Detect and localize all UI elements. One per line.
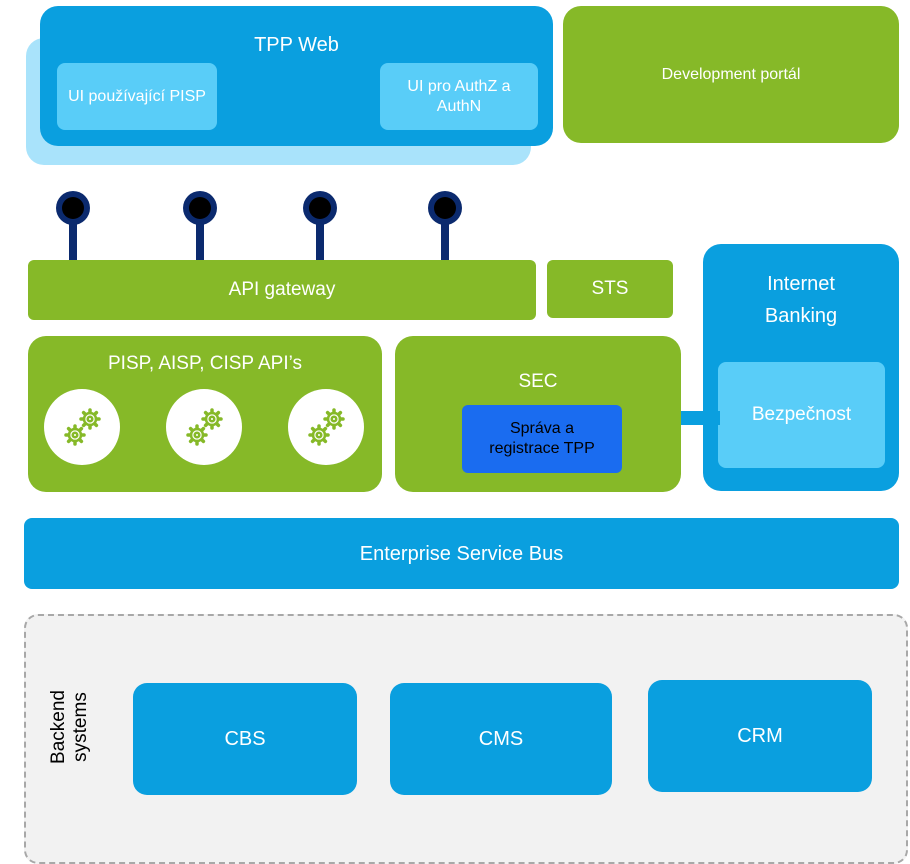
api-service-circle: [44, 389, 120, 465]
tpp-web-title: TPP Web: [254, 34, 339, 56]
api-pin-icon: [183, 191, 217, 260]
api-pin-icon: [303, 191, 337, 260]
security-label: Bezpečnost: [751, 404, 852, 425]
api-gateway-label: API gateway: [228, 279, 336, 300]
development-portal-box: Development portál: [563, 6, 899, 143]
gears-icon: [308, 408, 345, 446]
gears-icon: [64, 408, 101, 446]
sec-registration-label: Správa a registrace TPP: [489, 420, 595, 457]
ui-pisp-label: UI používající PISP: [68, 87, 206, 105]
backend-system-cms: CMS: [390, 683, 612, 795]
internet-banking-title: Internet Banking: [764, 273, 838, 327]
gears-icon: [186, 408, 223, 446]
sec-title: SEC: [518, 371, 558, 392]
backend-system-crm: CRM: [648, 680, 872, 792]
backend-system-label: CMS: [478, 728, 524, 750]
api-service-circle: [166, 389, 242, 465]
sec-security-connector: [680, 411, 720, 425]
apis-label: PISP, AISP, CISP API’s: [108, 353, 302, 374]
backend-label: Backend systems: [48, 690, 91, 764]
ui-pisp-box: UI používající PISP: [57, 63, 217, 130]
backend-system-label: CRM: [737, 725, 783, 747]
ui-auth-box: UI pro AuthZ a AuthN: [380, 63, 538, 130]
sts-box: STS: [547, 260, 673, 318]
api-service-circle: [288, 389, 364, 465]
development-portal-label: Development portál: [661, 65, 801, 83]
esb-label: Enterprise Service Bus: [359, 542, 564, 565]
ui-auth-label: UI pro AuthZ a AuthN: [407, 77, 511, 115]
sec-registration-box: Správa a registrace TPP: [462, 405, 622, 473]
esb-box: Enterprise Service Bus: [24, 518, 899, 589]
security-box: Bezpečnost: [718, 362, 885, 468]
backend-label-wrapper: Backend systems: [30, 668, 110, 786]
api-gateway-box: API gateway: [28, 260, 536, 320]
api-pin-icon: [428, 191, 462, 260]
backend-system-label: CBS: [224, 728, 266, 750]
sts-label: STS: [591, 278, 629, 299]
backend-system-cbs: CBS: [133, 683, 357, 795]
api-pin-icon: [56, 191, 90, 260]
